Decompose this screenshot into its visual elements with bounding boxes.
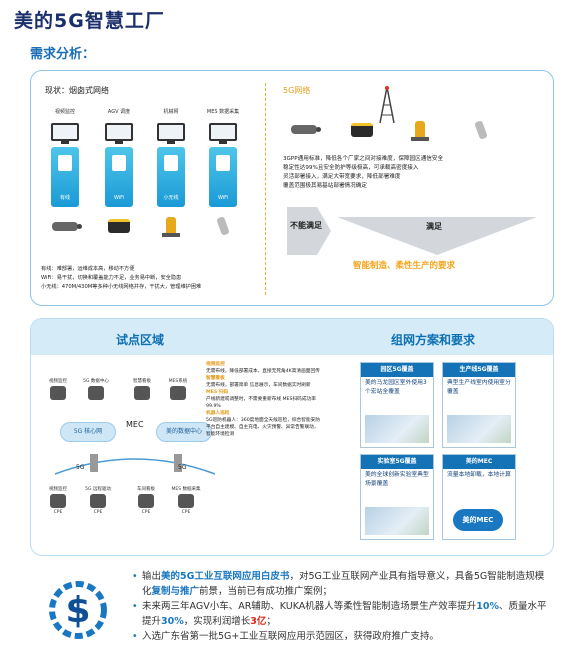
floorplan-image (365, 507, 429, 535)
device-label: 机械臂 (163, 109, 179, 115)
device-label: MES 数据采集 (206, 109, 240, 115)
summary-item: 未来两三年AGV小车、AR辅助、KUKA机器人等柔性智能制造场景生产效率提升10… (132, 600, 552, 629)
dollar-gear-icon: $ (49, 581, 107, 639)
robot-arm-icon (162, 217, 180, 237)
5g-label: 5G (76, 464, 85, 471)
page-title: 美的5G智慧工厂 (14, 10, 165, 32)
trial-area-title: 试点区域 (116, 333, 165, 347)
unsatisfied-label: 不能满足 (290, 221, 322, 230)
top-device: 5G 数据中心 (80, 378, 112, 402)
camera-icon (291, 125, 321, 134)
5g-label: 5G (178, 464, 187, 471)
current-network-title: 现状：烟囱式网络 (45, 86, 109, 95)
network-card: 园区5G覆盖 美的马龙园区室外使用3个宏站全覆盖 (360, 362, 434, 448)
unsatisfied-arrow-icon (287, 207, 331, 255)
satisfied-label: 满足 (426, 222, 442, 231)
svg-text:$: $ (65, 590, 90, 631)
network-plan-title: 组网方案和要求 (391, 333, 476, 347)
monitor-icon (209, 123, 237, 144)
satisfied-triangle-icon (337, 217, 537, 255)
device-column-video: 视频监控 有线 (45, 109, 85, 237)
device-column-arm: 机械臂 小无线 (151, 109, 191, 237)
top-device: 智慧看板 (126, 378, 158, 402)
mec-label: MEC (126, 420, 144, 429)
network-card: 生产线5G覆盖 典型生产线室内使用室分覆盖 (442, 362, 516, 448)
top-device: MES系统 (162, 378, 194, 402)
summary-list: 输出美的5G工业互联网应用白皮书，对5G工业互联网产业具有指导意义，具备5G智能… (132, 570, 552, 646)
radio-tower-icon: 小无线 (157, 147, 185, 207)
agv-icon (351, 123, 373, 137)
device-label: AGV 调度 (107, 109, 131, 115)
requirement-result: 智能制造、柔性生产的要求 (353, 261, 456, 271)
current-network-notes: 有线：难部署，运维成本高，移动不方便 WiFi：易干扰，切换和覆盖能力不足，业务… (41, 266, 202, 290)
core-network-cloud: 5G 核心网 (60, 422, 116, 442)
monitor-icon (105, 123, 133, 144)
datacenter-cloud: 美的数据中心 (156, 422, 212, 442)
device-label: 视频监控 (54, 109, 75, 115)
monitor-icon (157, 123, 185, 144)
needs-analysis-panel: 现状：烟囱式网络 视频监控 有线 AGV 调度 WiFi 机械臂 小无线 MES… (30, 70, 554, 306)
monitor-icon (51, 123, 79, 144)
map-image (365, 415, 429, 443)
top-device: 视频监控 (42, 378, 74, 402)
5g-benefits-text: 3GPP通用标准，降低各个厂家之间对接难度，保障园区通信安全 稳定性达99%且安… (283, 156, 444, 189)
scanner-icon (216, 216, 230, 236)
network-card: 实验室5G覆盖 美的全球创新实验室典型场景覆盖 (360, 454, 434, 540)
panel-header (31, 319, 553, 355)
summary-item: 入选广东省第一批5G+工业互联网应用示范园区，获得政府推广支持。 (132, 630, 552, 645)
robot-arm-icon (411, 121, 429, 141)
wifi-tower-icon: WiFi (209, 147, 237, 207)
trial-notes: 视频监控 无需布线，降低部署成本，直接无死角4K高清画面回传 智慧看板 无需布线… (206, 362, 321, 437)
5g-coverage-diagram (54, 454, 216, 475)
agv-icon (108, 219, 130, 233)
summary-item: 输出美的5G工业互联网应用白皮书，对5G工业互联网产业具有指导意义，具备5G智能… (132, 570, 552, 599)
panel-divider (265, 83, 266, 295)
scanner-icon (474, 120, 488, 140)
camera-icon (52, 221, 82, 231)
device-column-mes: MES 数据采集 WiFi (203, 109, 243, 237)
section-label: 需求分析： (30, 47, 96, 62)
network-card: 美的MEC 流量本地卸载，本地计算 美的MEC (442, 454, 516, 540)
5g-tower-icon (379, 86, 395, 124)
floorplan-image (447, 415, 511, 443)
device-column-agv: AGV 调度 WiFi (99, 109, 139, 237)
mec-cloud-icon: 美的MEC (453, 509, 503, 531)
wifi-tower-icon: WiFi (105, 147, 133, 207)
5g-network-title: 5G网络 (283, 86, 311, 95)
wired-tower-icon: 有线 (51, 147, 79, 207)
